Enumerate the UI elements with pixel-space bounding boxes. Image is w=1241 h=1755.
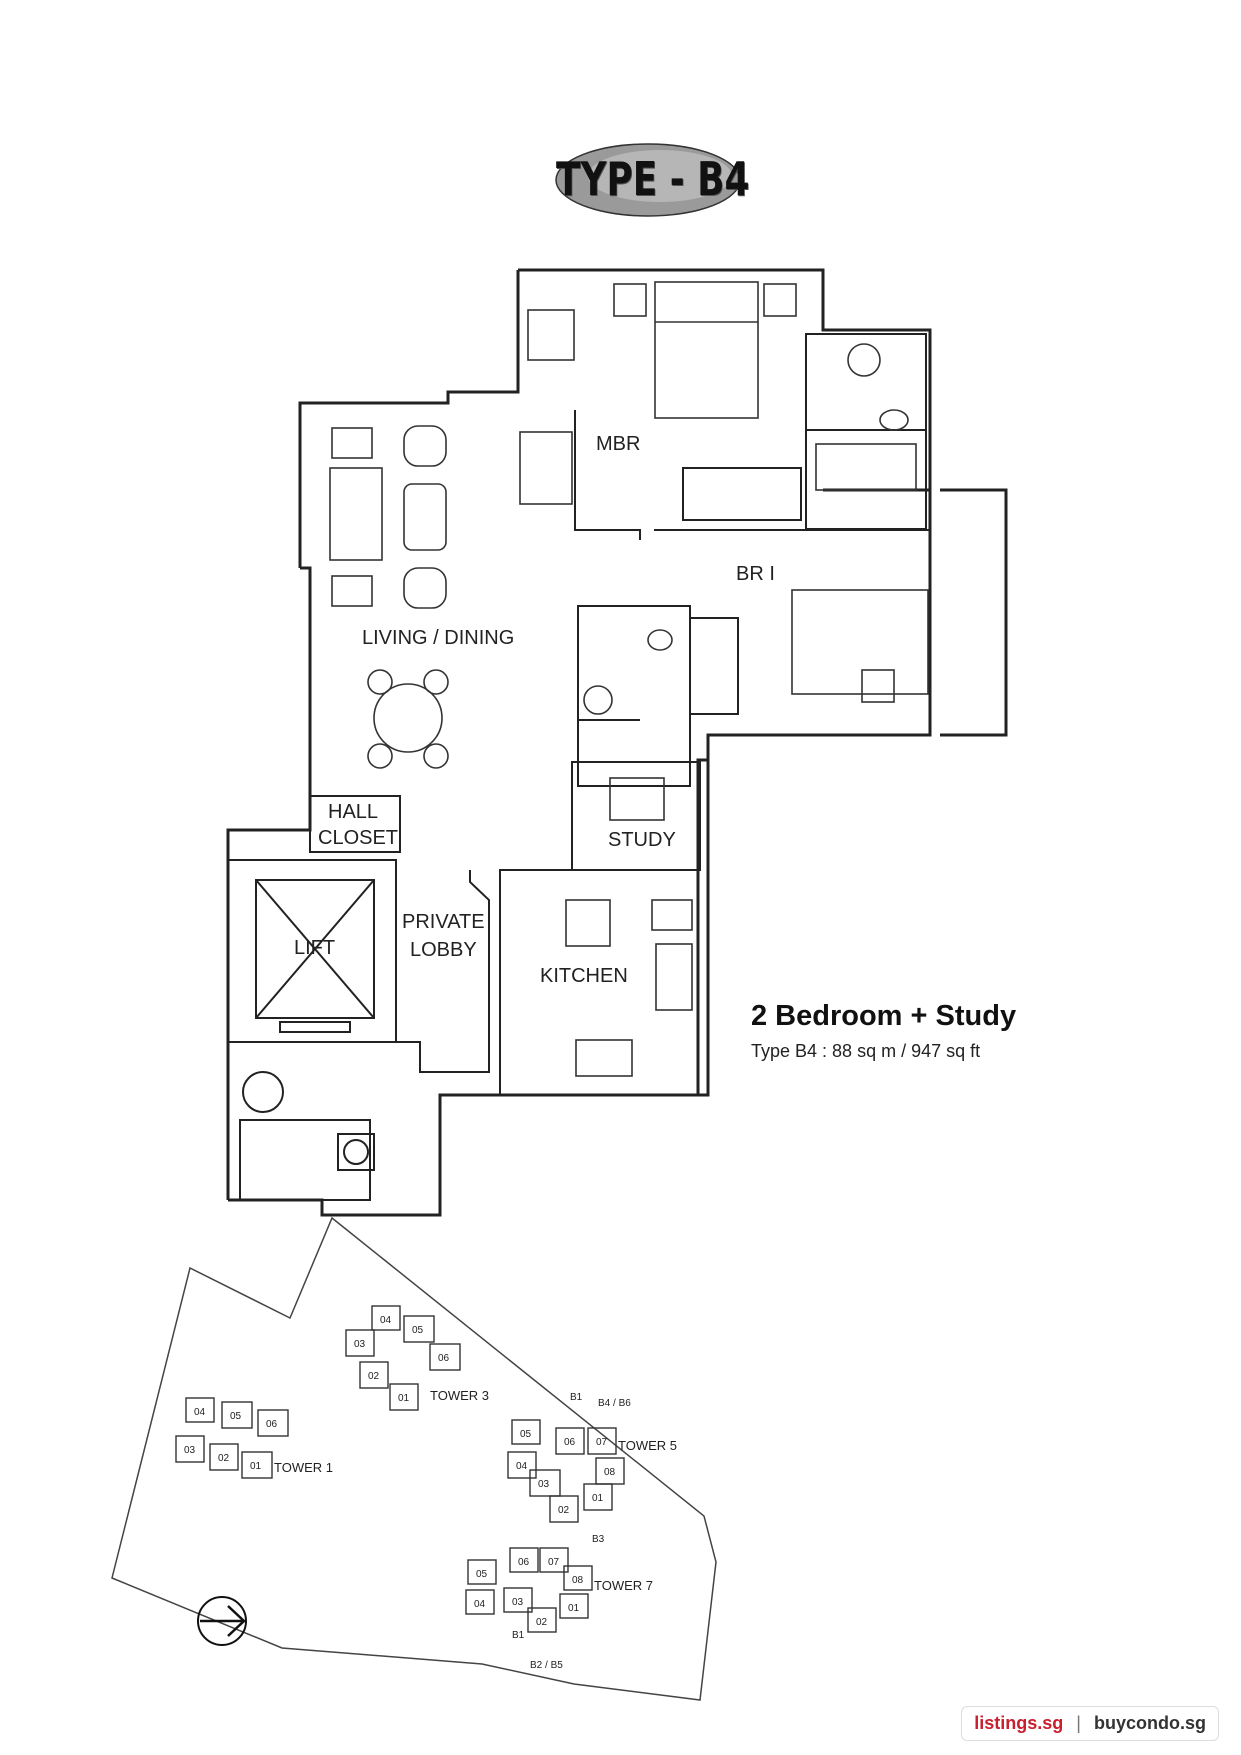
tower-7-cluster [465,1547,593,1633]
furniture [329,281,929,1077]
tower-5-unit: B1 [570,1392,583,1403]
footer-site-a[interactable]: listings.sg [974,1713,1064,1733]
room-label-private: PRIVATE [402,911,485,933]
tower-3-cluster [345,1305,461,1411]
interior-walls [227,333,930,1201]
tower-7-label: TOWER 7 [594,1578,653,1593]
plan-title: TYPE - B4 [556,152,750,206]
tower-3-label: TOWER 3 [430,1388,489,1403]
tower-1-unit: 02 [218,1453,230,1464]
room-label-lobby: LOBBY [410,939,477,961]
room-label-living-dining: LIVING / DINING [362,627,514,649]
tower-3-unit: 03 [354,1339,366,1350]
tower-1-unit: 04 [194,1407,206,1418]
tower-3-unit: 05 [412,1325,424,1336]
room-label-study: STUDY [608,829,676,851]
room-label-br1: BR I [736,563,775,585]
tower-1-unit: 03 [184,1445,196,1456]
tower-3-unit: 02 [368,1371,380,1382]
tower-5-unit: 08 [604,1467,616,1478]
tower-7-unit: 06 [518,1557,530,1568]
tower-3-unit: 01 [398,1393,410,1404]
tower-7-unit: B1 [512,1630,525,1641]
tower-5-unit: 01 [592,1493,604,1504]
tower-7-unit: B2 / B5 [530,1660,563,1671]
tower-7-unit: 03 [512,1597,524,1608]
outer-walls [226,268,1008,1217]
tower-5-unit: 04 [516,1461,528,1472]
tower-7-unit: 08 [572,1575,584,1586]
site-boundary [111,1216,717,1701]
title-ellipse [555,143,741,217]
tower-5-unit: 03 [538,1479,550,1490]
footer-watermark: listings.sg | buycondo.sg [961,1706,1219,1741]
tower-5-unit: 02 [558,1505,570,1516]
footer-site-b[interactable]: buycondo.sg [1094,1713,1206,1733]
tower-3-unit: 06 [438,1353,450,1364]
room-label-hall: HALL [328,801,378,823]
room-label-closet: CLOSET [318,827,398,849]
tower-1-unit: 06 [266,1419,278,1430]
room-label-lift: LIFT [294,937,335,959]
tower-7-unit: 01 [568,1603,580,1614]
tower-1-unit: 05 [230,1411,242,1422]
room-label-mbr: MBR [596,433,640,455]
site-plan: 04 05 06 03 02 01 TOWER 1 04 05 03 06 02… [111,1216,717,1701]
plan-title-badge: TYPE - B4 [548,132,750,228]
tower-7-unit: 02 [536,1617,548,1628]
room-label-kitchen: KITCHEN [540,965,628,987]
tower-5-unit: 06 [564,1437,576,1448]
tower-5-unit: 05 [520,1429,532,1440]
unit-type-area: Type B4 : 88 sq m / 947 sq ft [751,1041,981,1061]
tower-5-unit: B4 / B6 [598,1398,631,1409]
tower-7-unit: 04 [474,1599,486,1610]
tower-7-unit: 05 [476,1569,488,1580]
tower-1-cluster [175,1397,289,1479]
tower-3-unit: 04 [380,1315,392,1326]
tower-1-label: TOWER 1 [274,1460,333,1475]
unit-type-heading: 2 Bedroom + Study [751,1000,1017,1032]
tower-5-unit: 07 [596,1437,608,1448]
arrow-right-circle-icon [197,1596,247,1646]
footer-separator: | [1076,1713,1081,1733]
tower-5-label: TOWER 5 [618,1438,677,1453]
tower-7-unit: 07 [548,1557,560,1568]
tower-5-cluster [507,1419,625,1523]
tower-1-unit: 01 [250,1461,262,1472]
tower-7-unit: B3 [592,1534,605,1545]
